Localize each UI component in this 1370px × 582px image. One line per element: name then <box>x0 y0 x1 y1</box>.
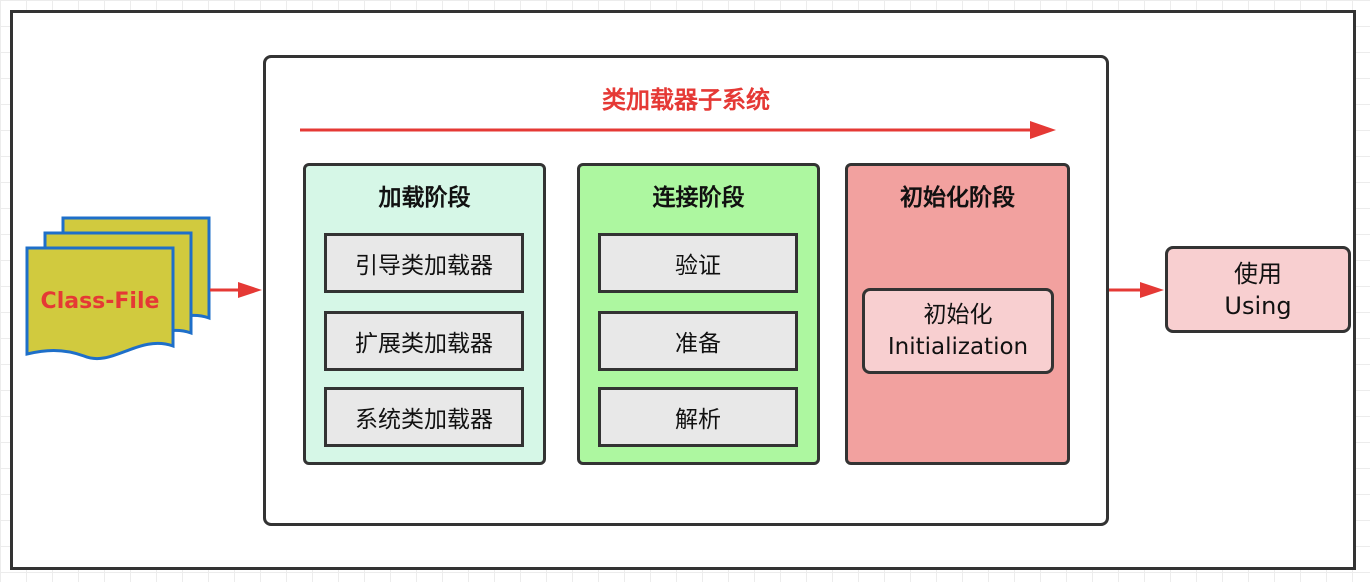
loading-phase-title: 加载阶段 <box>378 185 471 211</box>
subsystem-title: 类加载器子系统 <box>602 86 770 114</box>
linking-phase: 连接阶段 验证 准备 解析 <box>577 163 820 465</box>
initialization-phase-title: 初始化阶段 <box>900 185 1015 211</box>
extension-class-loader: 扩展类加载器 <box>324 311 524 371</box>
system-class-loader: 系统类加载器 <box>324 387 524 447</box>
linking-phase-title: 连接阶段 <box>652 185 745 211</box>
subsystem-arrow <box>300 121 1056 139</box>
initialization-box-en: Initialization <box>887 334 1029 360</box>
bootstrap-class-loader: 引导类加载器 <box>324 233 524 293</box>
using-box: 使用 Using <box>1165 246 1351 333</box>
class-file-to-subsystem-arrow <box>210 282 262 298</box>
initialization-box-cn: 初始化 <box>923 302 993 328</box>
initialization-box: 初始化 Initialization <box>862 288 1054 374</box>
class-file-label: Class-File <box>40 289 160 314</box>
prepare-step: 准备 <box>598 311 798 371</box>
using-box-cn: 使用 <box>1234 259 1282 288</box>
initialization-phase: 初始化阶段 初始化 Initialization <box>845 163 1070 465</box>
subsystem-to-using-arrow <box>1109 282 1164 298</box>
using-box-en: Using <box>1224 291 1292 320</box>
class-file-page-front <box>25 246 175 361</box>
resolve-step: 解析 <box>598 387 798 447</box>
loading-phase: 加载阶段 引导类加载器 扩展类加载器 系统类加载器 <box>303 163 546 465</box>
verify-step: 验证 <box>598 233 798 293</box>
